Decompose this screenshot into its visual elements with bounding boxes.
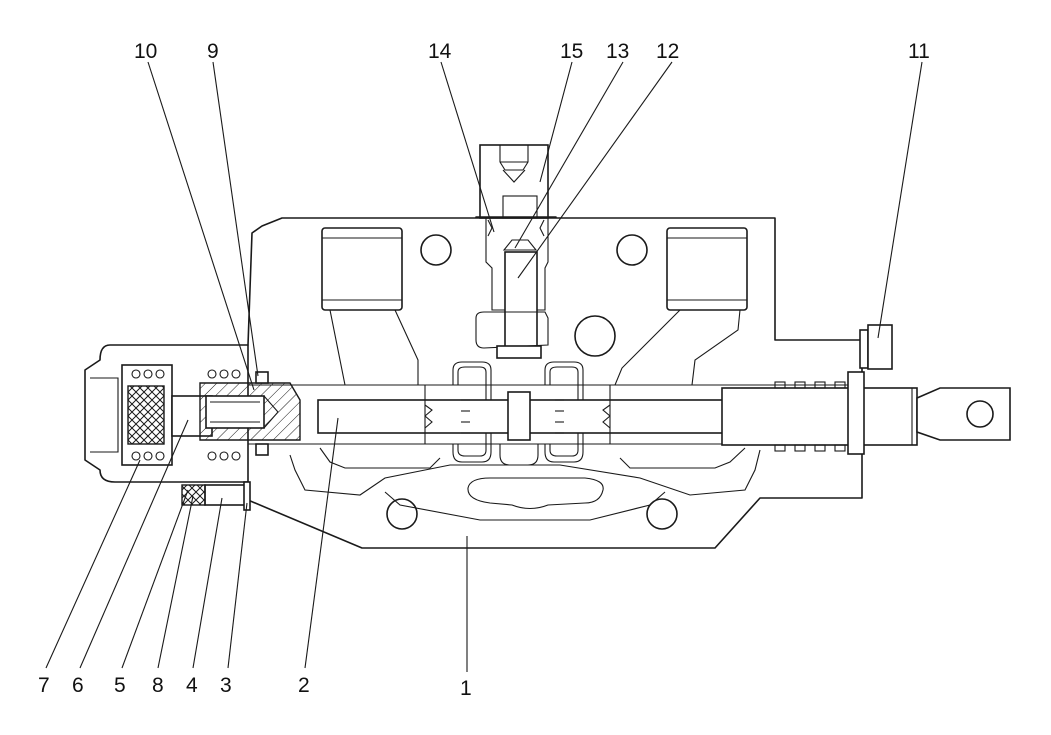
wiper-seal-part-11 [867, 324, 893, 370]
seal-ring-part-9-top [255, 371, 269, 384]
callout-5: 5 [114, 674, 126, 697]
internal-passage-bridge [384, 491, 666, 521]
callout-15: 15 [560, 40, 583, 63]
spool-right-end [721, 387, 918, 446]
hole-lower-right [646, 498, 678, 530]
relief-valve-seat [502, 239, 538, 251]
retaining-plate-part-3 [243, 481, 251, 511]
callout-6: 6 [72, 674, 84, 697]
callout-labels: 10 9 14 15 13 12 11 7 6 5 8 4 3 2 1 [38, 40, 930, 700]
callout-11: 11 [908, 40, 930, 63]
callout-4: 4 [186, 674, 198, 697]
callout-8: 8 [152, 674, 164, 697]
callout-10: 10 [134, 40, 157, 63]
callout-14: 14 [428, 40, 452, 63]
relief-spring [502, 195, 538, 219]
o-ring-part-8 [181, 484, 206, 506]
hole-upper-left [420, 234, 452, 266]
callout-3: 3 [220, 674, 232, 697]
passage-left [329, 309, 419, 386]
relief-poppet [504, 251, 538, 349]
hole-upper-right [616, 234, 648, 266]
hole-lower-left [386, 498, 418, 530]
detent-balls [131, 369, 241, 461]
spool-center-land [507, 391, 531, 441]
seal-ring-part-9-bottom [255, 443, 269, 456]
central-cavity [467, 477, 604, 510]
callout-1: 1 [460, 677, 472, 700]
spool-grooves [461, 399, 564, 434]
callout-13: 13 [606, 40, 629, 63]
clevis-pin-hole [966, 400, 994, 428]
right-end-cover [847, 371, 865, 455]
detent-housing [84, 344, 249, 483]
relief-poppet-base [496, 345, 542, 359]
lower-channel-left [319, 447, 441, 469]
leader-lines [45, 61, 923, 672]
callout-12: 12 [656, 40, 679, 63]
clevis [916, 387, 1011, 441]
lower-channel-right [619, 447, 746, 469]
passage-right [614, 309, 741, 386]
port-right [666, 227, 748, 311]
wiper-bracket [859, 329, 869, 369]
detent-plunger [205, 395, 265, 429]
callout-7: 7 [38, 674, 50, 697]
callout-9: 9 [207, 40, 219, 63]
internal-passage-lower [289, 449, 761, 496]
port-left [321, 227, 403, 311]
right-seal-rings [774, 381, 846, 452]
hole-center-right [574, 315, 616, 357]
detent-ball-insert [127, 385, 165, 445]
callout-2: 2 [298, 674, 310, 697]
spacer-part-4 [204, 484, 248, 506]
